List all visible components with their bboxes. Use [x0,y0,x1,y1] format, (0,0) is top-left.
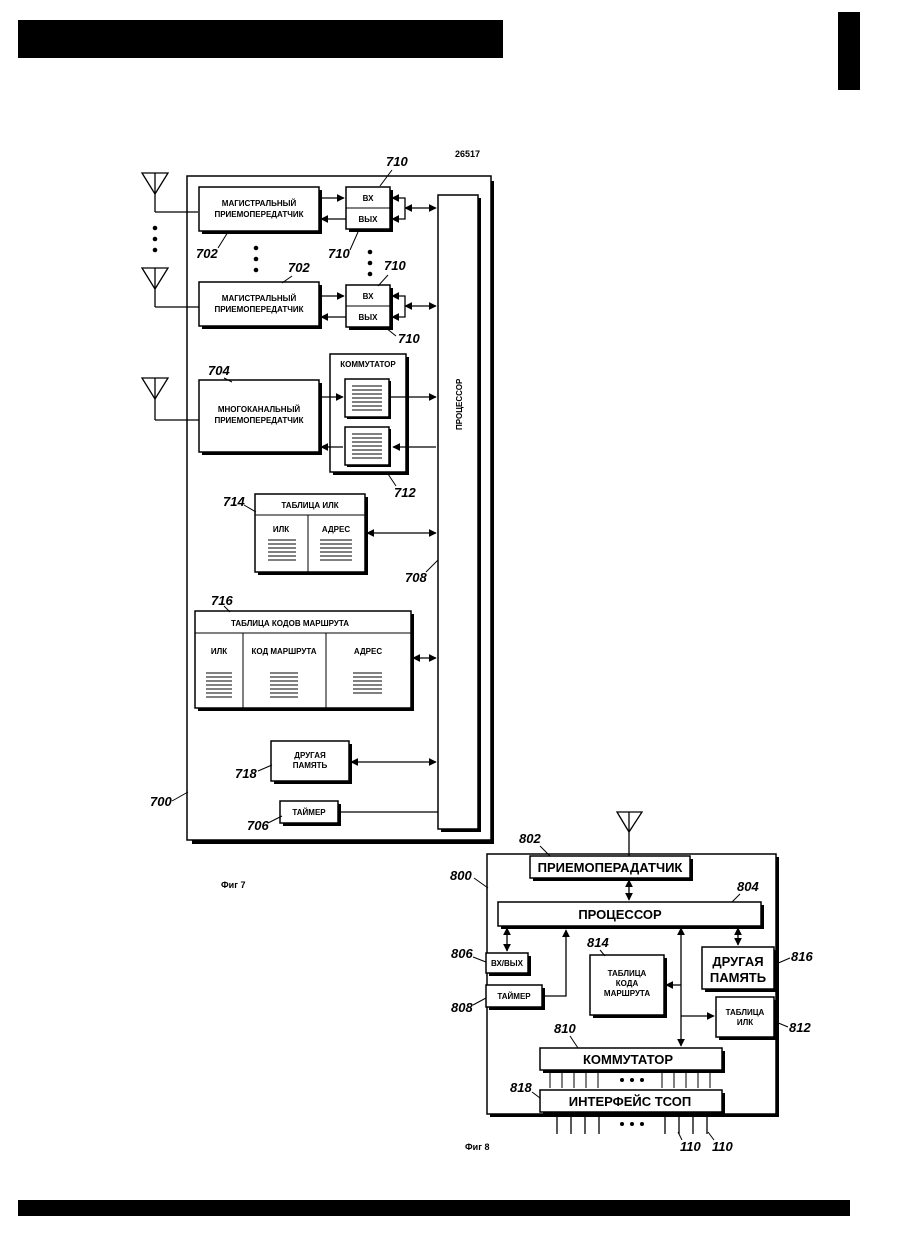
fig7-ilk-table-col2: АДРЕС [322,525,350,534]
ref-808: 808 [451,1000,473,1015]
ref-816: 816 [791,949,813,964]
fig7-other-memory-line2: ПАМЯТЬ [293,761,328,770]
ref-818: 818 [510,1080,532,1095]
ref-800: 800 [450,868,472,883]
ref-710-c: 710 [384,258,406,273]
ref-714: 714 [223,494,245,509]
fig8-caption: Фиг 8 [465,1142,489,1152]
ref-806: 806 [451,946,473,961]
ref-812: 812 [789,1020,811,1035]
fig8-switch-label: КОММУТАТОР [583,1052,673,1067]
ref-700: 700 [150,794,172,809]
fig8-timer-label: ТАЙМЕР [497,992,531,1001]
ref-702-a: 702 [196,246,218,261]
fig8-antenna-icon [617,812,642,857]
trunk-transceiver-1-line2: ПРИЕМОПЕРЕДАТЧИК [214,210,303,219]
fig8-other-memory-line2: ПАМЯТЬ [710,970,766,985]
io-block-1-in: ВХ [363,194,374,203]
fig8-ilk-table-line2: ИЛК [737,1018,753,1027]
ref-712: 712 [394,485,416,500]
ref-804: 804 [737,879,759,894]
fig8-other-memory-line1: ДРУГАЯ [712,954,763,969]
fig8-processor-label: ПРОЦЕССОР [578,907,662,922]
figure-7: ПРОЦЕССОР МАГИСТРАЛЬНЫЙ ПРИЕМОПЕРЕДАТЧИК… [142,154,494,890]
ref-704: 704 [208,363,230,378]
fig8-output-ellipsis [620,1122,644,1126]
io-block-1-out: ВЫХ [359,215,379,224]
fig7-timer-label: ТАЙМЕР [292,808,326,817]
fig8-transceiver-label: ПРИЕМОПЕРАДАТЧИК [538,860,683,875]
multichannel-transceiver-line2: ПРИЕМОПЕРЕДАТЧИК [214,416,303,425]
multichannel-transceiver-line1: МНОГОКАНАЛЬНЫЙ [218,405,301,414]
fig7-processor-block [438,195,478,829]
fig7-processor-label: ПРОЦЕССОР [455,378,464,430]
fig8-ilk-table-line1: ТАБЛИЦА [726,1008,765,1017]
fig7-route-table-col3: АДРЕС [354,647,382,656]
ref-716: 716 [211,593,233,608]
io-block-2-in: ВХ [363,292,374,301]
ref-814: 814 [587,935,609,950]
fig7-route-table-col2: КОД МАРШРУТА [251,647,316,656]
trunk-transceiver-1-line1: МАГИСТРАЛЬНЫЙ [222,199,297,208]
io-block-2-out: ВЫХ [359,313,379,322]
fig8-route-table-line3: МАРШРУТА [604,989,650,998]
ref-110-b: 110 [712,1139,733,1154]
ref-710-b: 710 [328,246,350,261]
fig8-route-table-line2: КОДА [616,979,639,988]
fig7-ilk-table-title: ТАБЛИЦА ИЛК [281,501,338,510]
fig8-route-table-line1: ТАБЛИЦА [608,969,647,978]
fig7-route-table-title: ТАБЛИЦА КОДОВ МАРШРУТА [231,619,349,628]
trunk-transceiver-2-line1: МАГИСТРАЛЬНЫЙ [222,294,297,303]
trunk-transceiver-1 [199,187,319,231]
fig7-ilk-table-col1: ИЛК [273,525,289,534]
fig7-other-memory-line1: ДРУГАЯ [294,751,326,760]
trunk-transceiver-2 [199,282,319,326]
ref-802: 802 [519,831,541,846]
fig7-switch-label: КОММУТАТОР [340,360,396,369]
ref-708: 708 [405,570,427,585]
fig8-ilk-table [716,997,774,1037]
ref-110-a: 110 [680,1139,701,1154]
fig7-route-table-col1: ИЛК [211,647,227,656]
fig8-io-label: ВХ/ВЫХ [491,959,524,968]
fig8-pstn-interface-label: ИНТЕРФЕЙС ТСОП [569,1094,691,1109]
ref-710-a: 710 [386,154,408,169]
ref-710-d: 710 [398,331,420,346]
ref-702-b: 702 [288,260,310,275]
ref-706: 706 [247,818,269,833]
ref-718: 718 [235,766,257,781]
fig7-caption: Фиг 7 [221,880,245,890]
document-number: 26517 [455,149,480,159]
vertical-ellipsis-left [153,226,158,253]
ref-810: 810 [554,1021,576,1036]
figure-8: ПРИЕМОПЕРАДАТЧИК ПРОЦЕССОР ВХ/ВЫХ ТАЙМЕР… [450,812,813,1154]
trunk-transceiver-2-line2: ПРИЕМОПЕРЕДАТЧИК [214,305,303,314]
